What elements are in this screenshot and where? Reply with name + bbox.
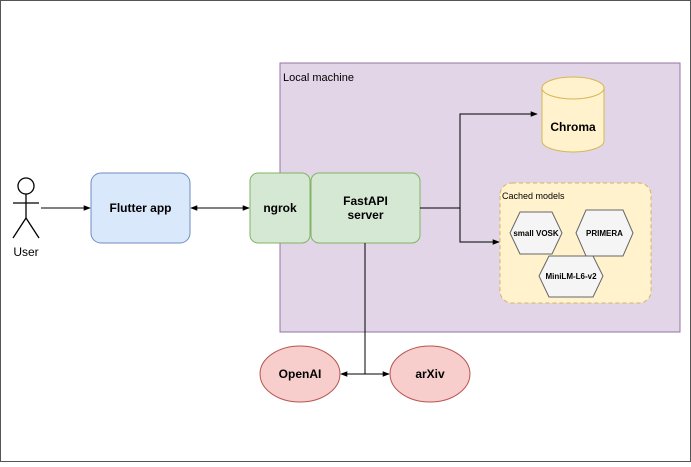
edge-fastapi-to-chroma <box>420 111 538 209</box>
ngrok-node <box>249 172 311 244</box>
fastapi-node <box>310 172 421 244</box>
user-icon <box>12 177 40 239</box>
flutter-app-node <box>90 172 191 244</box>
arxiv-node <box>389 345 471 403</box>
edge-fastapi-to-cache <box>459 208 500 245</box>
model-primera-node <box>575 209 634 257</box>
model-minilm-node <box>538 255 604 298</box>
chroma-node <box>541 76 605 153</box>
model-small-vosk-node <box>509 211 563 255</box>
openai-node <box>259 345 341 403</box>
